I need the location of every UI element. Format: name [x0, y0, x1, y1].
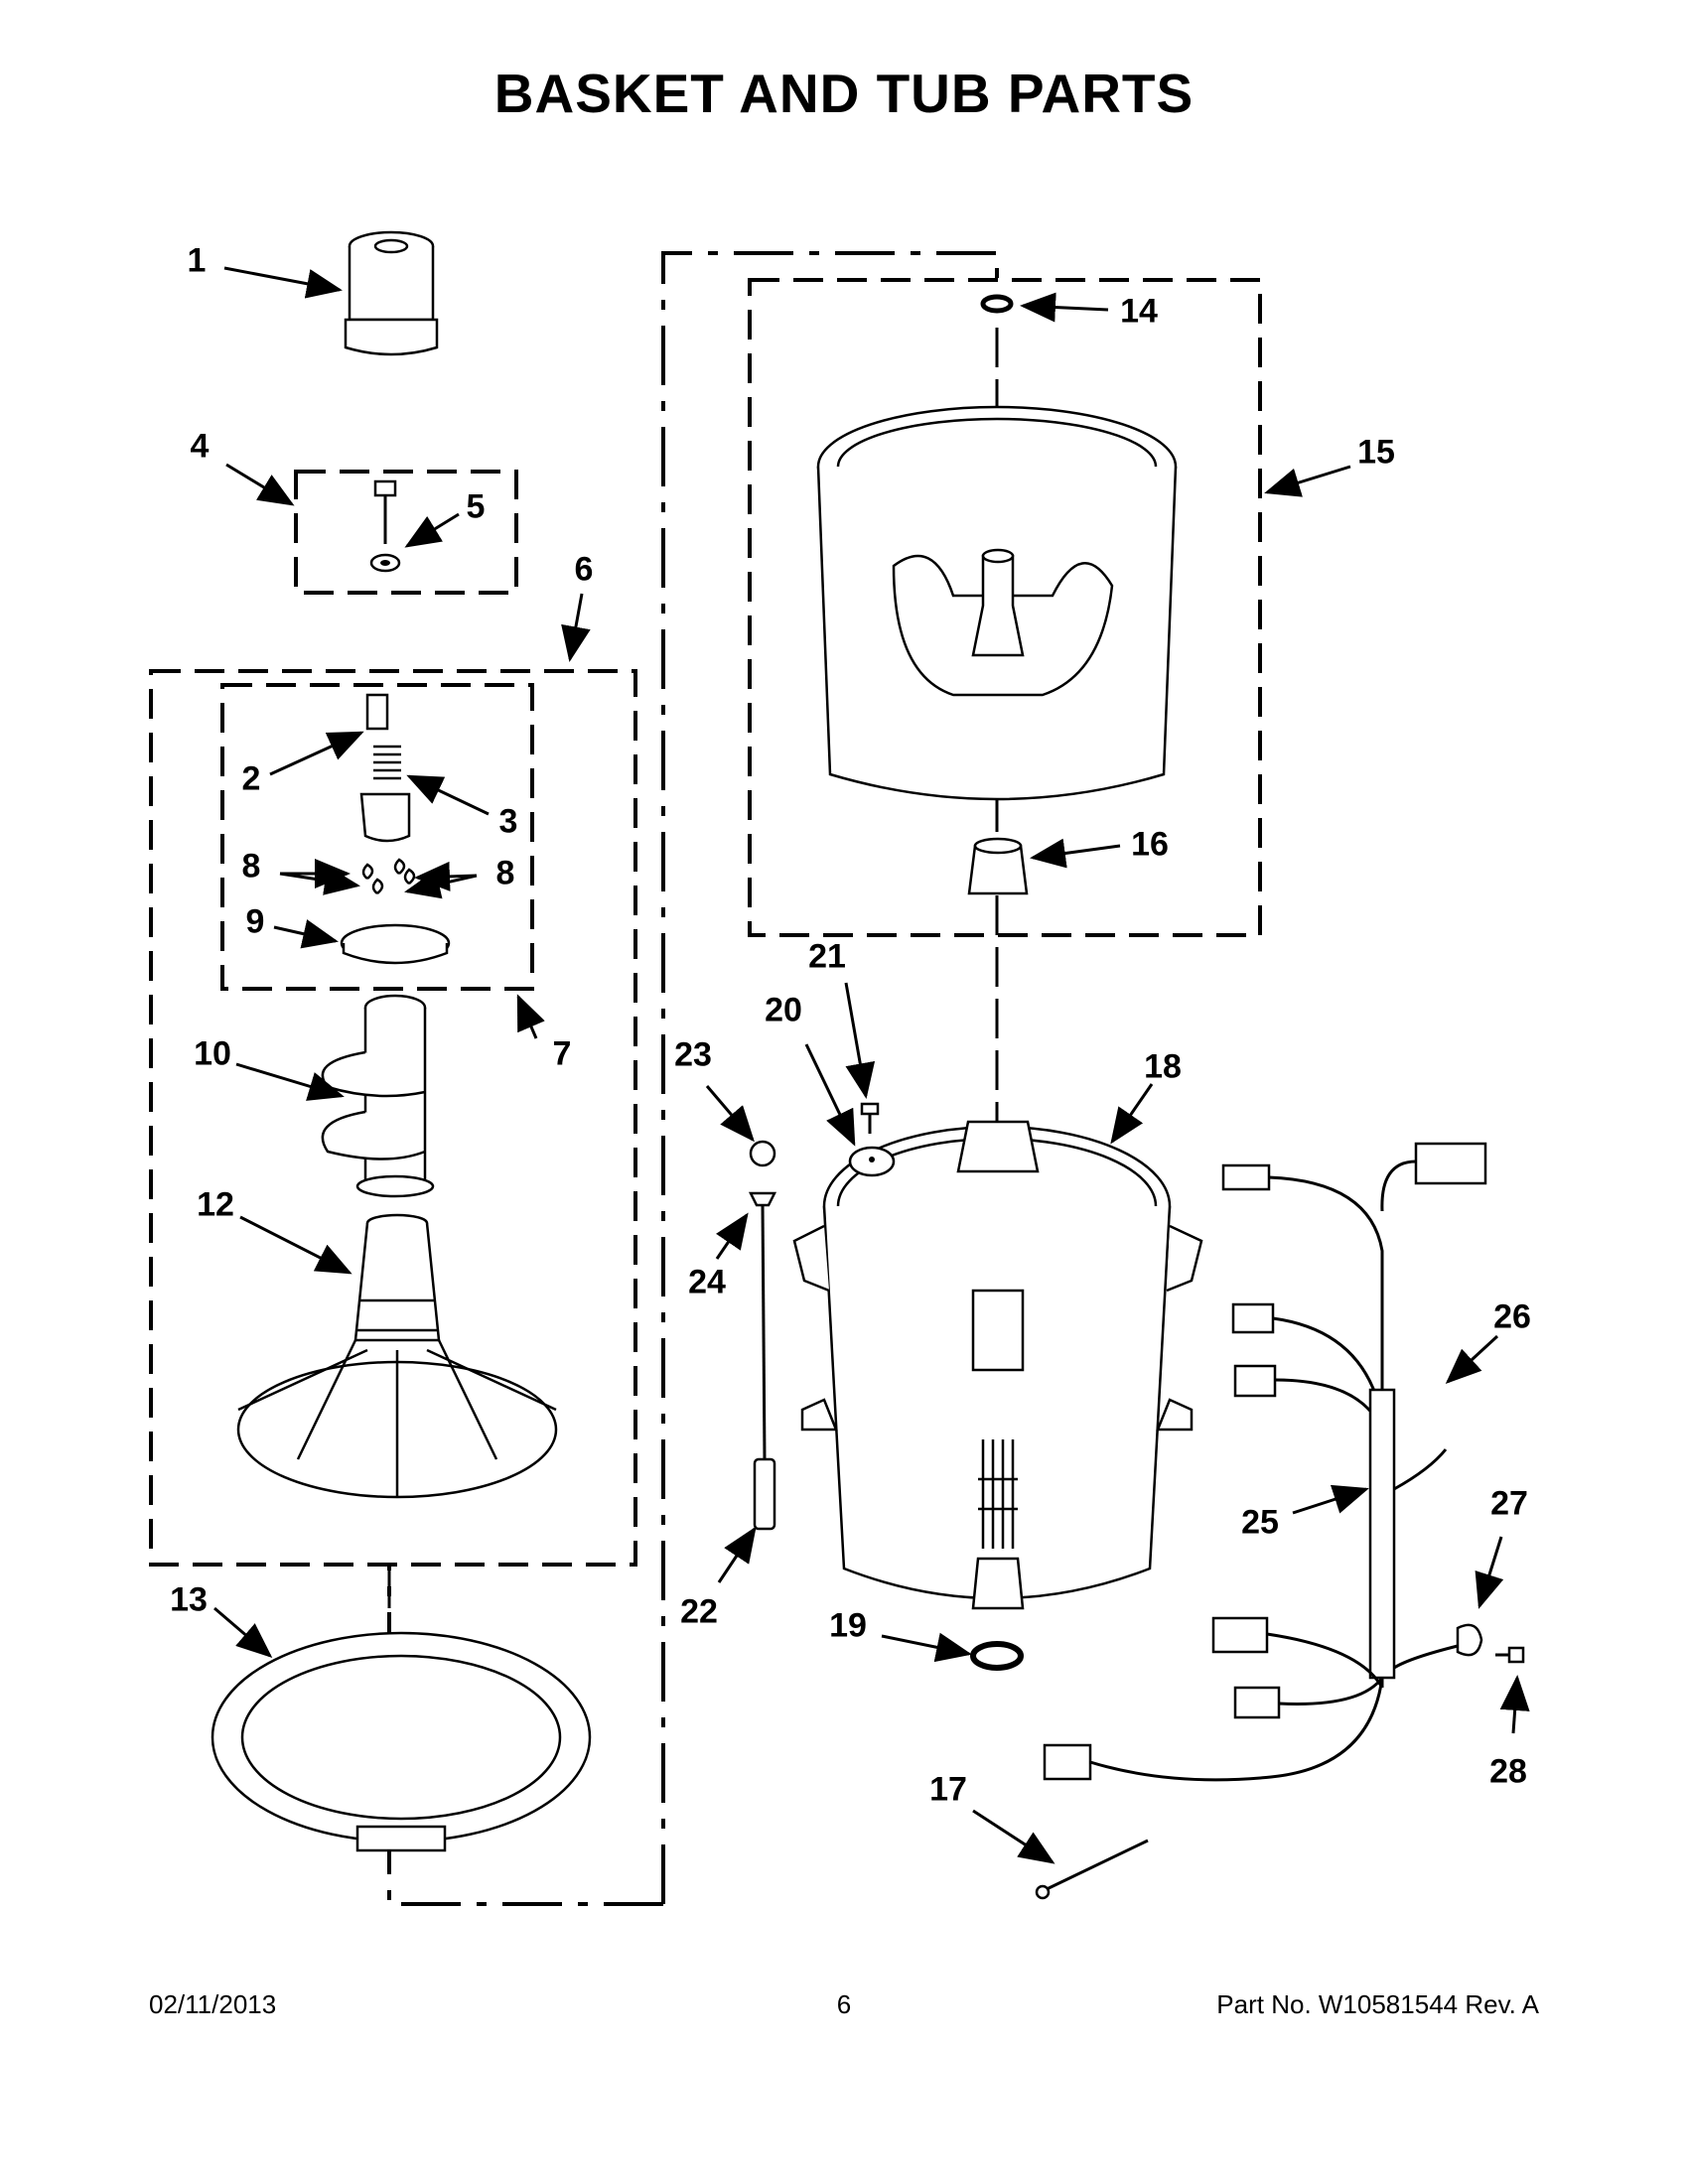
group-box-6: [149, 669, 637, 1567]
part-18-outer-tub: [792, 1120, 1203, 1610]
group-box-15: [748, 278, 1262, 937]
part-22-24-suspension: [748, 1140, 777, 1531]
callout-17: 17: [929, 1770, 967, 1809]
callout-26: 26: [1493, 1297, 1531, 1336]
footer-date: 02/11/2013: [149, 1989, 277, 2019]
part-9-retainer: [340, 923, 451, 965]
callout-5: 5: [466, 487, 486, 526]
leader-8-left-a: [279, 866, 360, 895]
leader-24: [715, 1212, 749, 1260]
callout-25: 25: [1241, 1503, 1279, 1542]
leader-13: [213, 1606, 273, 1658]
callout-20: 20: [765, 991, 802, 1029]
callout-24: 24: [688, 1263, 726, 1301]
part-10-auger: [321, 994, 435, 1198]
callout-19: 19: [829, 1606, 867, 1645]
callout-10: 10: [194, 1034, 231, 1073]
part-19-seal: [970, 1641, 1024, 1671]
leader-17: [972, 1809, 1055, 1864]
leader-9: [273, 919, 339, 949]
leader-20: [804, 1043, 856, 1147]
leader-28: [1499, 1675, 1530, 1734]
leader-2: [269, 731, 364, 776]
callout-1: 1: [187, 241, 207, 280]
callout-14: 14: [1120, 292, 1158, 331]
routing-line: [387, 251, 999, 1906]
part-14-washer: [980, 294, 1014, 314]
leader-7: [516, 994, 545, 1039]
leader-10: [235, 1062, 345, 1101]
part-17-cable-tie: [1035, 1839, 1149, 1900]
callout-23: 23: [674, 1035, 712, 1074]
callout-22: 22: [680, 1592, 718, 1631]
callout-27: 27: [1490, 1484, 1528, 1523]
leader-15: [1264, 465, 1351, 497]
leader-4: [225, 463, 295, 506]
callout-3: 3: [498, 802, 518, 841]
leader-27: [1475, 1536, 1504, 1609]
part-2-3-cam-spring: [359, 693, 411, 843]
leader-26: [1445, 1334, 1499, 1385]
callout-12: 12: [197, 1185, 234, 1224]
leader-12: [239, 1215, 352, 1275]
callout-28: 28: [1489, 1752, 1527, 1791]
leader-1: [223, 266, 343, 299]
part-1-agitator-cap: [344, 230, 439, 356]
leader-23: [705, 1085, 755, 1143]
part-16-hub: [967, 837, 1029, 895]
callout-21: 21: [808, 937, 846, 976]
part-13-tub-ring: [211, 1631, 592, 1852]
leader-5: [404, 512, 460, 548]
leader-3: [406, 774, 490, 816]
leader-25: [1292, 1484, 1369, 1515]
callout-15: 15: [1357, 433, 1395, 472]
callout-9: 9: [245, 902, 265, 941]
leader-18: [1110, 1083, 1154, 1145]
callout-4: 4: [190, 427, 210, 466]
callout-13: 13: [170, 1580, 208, 1619]
leader-6: [561, 593, 591, 662]
callout-8-right: 8: [495, 854, 515, 892]
page-title: BASKET AND TUB PARTS: [493, 63, 1195, 124]
callout-7: 7: [552, 1034, 572, 1073]
part-20-cover: [848, 1146, 896, 1177]
group-box-7: [220, 683, 534, 991]
leader-8-right-b: [404, 870, 478, 899]
callout-8-left: 8: [241, 847, 261, 886]
part-21-screw: [860, 1102, 880, 1134]
leader-22: [717, 1526, 757, 1583]
part-25-wire-harness: [1043, 1142, 1487, 1782]
callout-6: 6: [574, 550, 594, 589]
part-28-screw: [1495, 1646, 1525, 1664]
callout-2: 2: [241, 759, 261, 798]
part-27-clip: [1456, 1623, 1483, 1657]
leader-21: [844, 982, 876, 1099]
leader-14: [1020, 292, 1109, 323]
leader-19: [881, 1632, 972, 1663]
footer-part-number: Part No. W10581544 Rev. A: [1216, 1989, 1539, 2019]
footer-page-number: 6: [836, 1989, 852, 2019]
callout-18: 18: [1144, 1047, 1182, 1086]
group-box-4: [294, 470, 518, 595]
part-15-basket: [816, 405, 1178, 801]
callout-16: 16: [1131, 825, 1169, 864]
part-12-agitator-base: [236, 1213, 558, 1499]
leader-16: [1030, 838, 1121, 869]
part-5-bolt: [369, 479, 401, 573]
part-8-dogs: [361, 858, 416, 894]
